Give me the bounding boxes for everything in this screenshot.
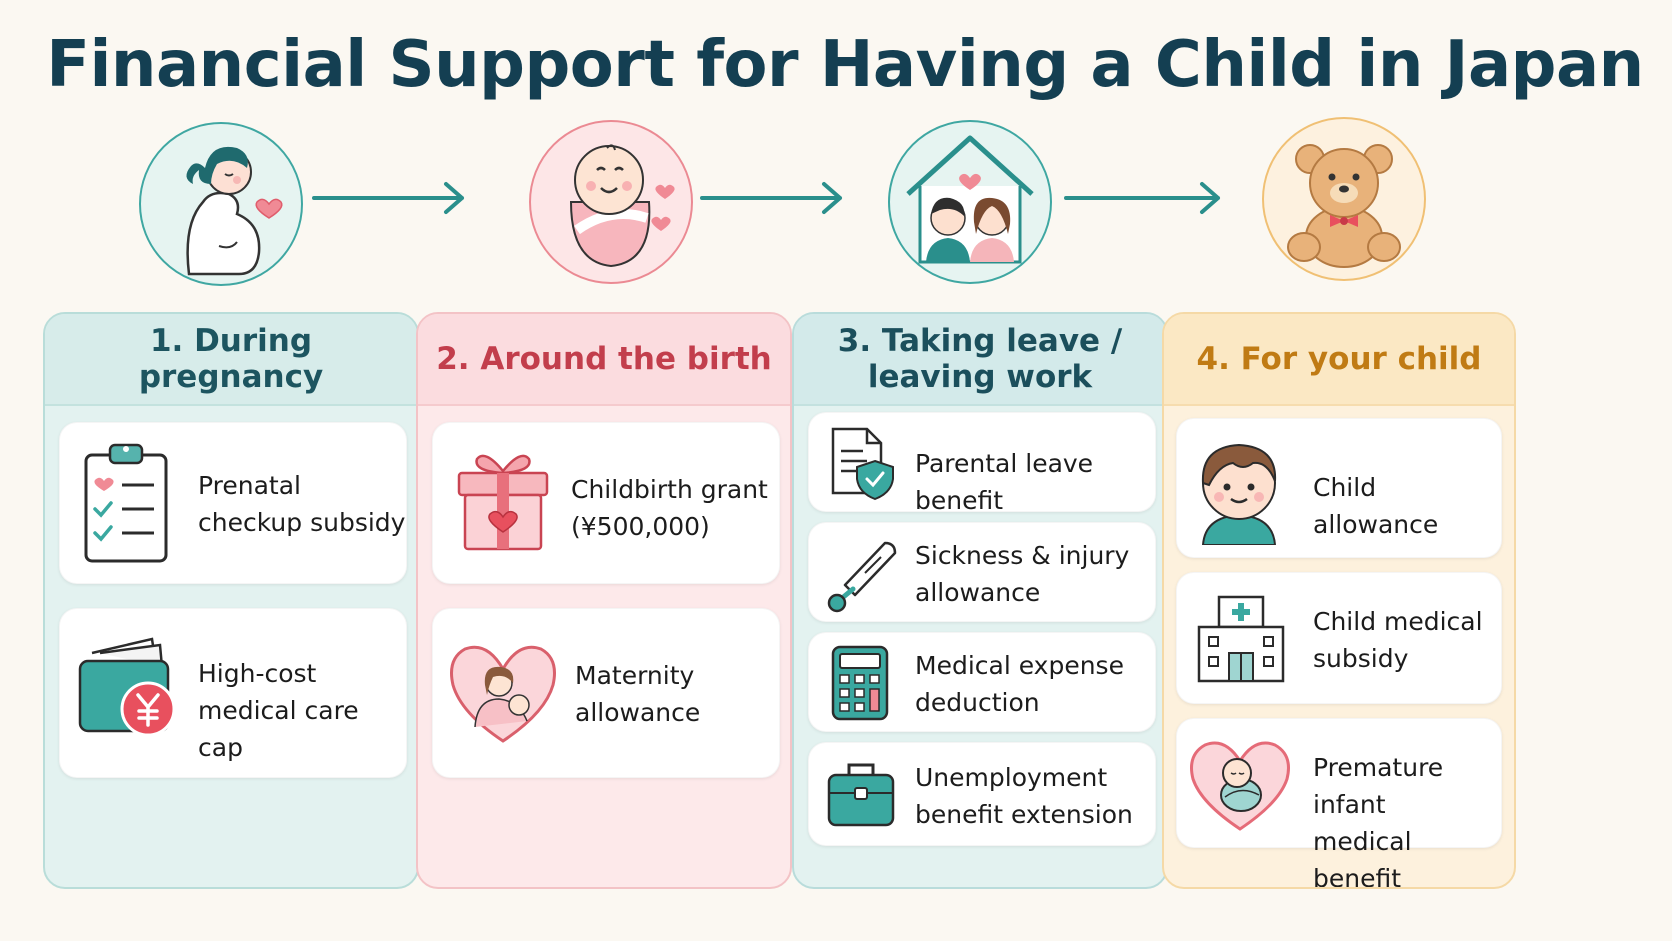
briefcase-icon xyxy=(827,763,895,827)
card-label: Child allowance xyxy=(1313,473,1439,539)
column-taking-leave: 3. Taking leave / leaving work Parental … xyxy=(792,312,1168,889)
card-maternity-allowance: Maternity allowance xyxy=(432,608,780,778)
card-sickness-injury-allowance: Sickness & injury allowance xyxy=(808,522,1156,622)
column-heading: 4. For your child xyxy=(1164,314,1514,406)
card-label: Child medical subsidy xyxy=(1313,607,1483,673)
pregnant-woman-icon xyxy=(186,146,283,276)
card-childbirth-grant: Childbirth grant (¥500,000) xyxy=(432,422,780,584)
card-label: Medical expense deduction xyxy=(915,651,1124,717)
wallet-yen-icon xyxy=(78,637,176,737)
card-high-cost-medical-care-cap: High-cost medical care cap xyxy=(59,608,407,778)
card-parental-leave-benefit: Parental leave benefit xyxy=(808,412,1156,515)
baby-heart-icon xyxy=(1190,741,1290,831)
swaddled-baby-icon xyxy=(569,144,675,268)
column-heading: 3. Taking leave / leaving work xyxy=(794,314,1166,406)
card-medical-expense-deduction: Medical expense deduction xyxy=(808,632,1156,732)
calculator-icon xyxy=(831,645,889,721)
card-label: Maternity allowance xyxy=(575,661,701,727)
parents-house-icon xyxy=(906,135,1034,264)
column-for-your-child: 4. For your child Child allowance xyxy=(1162,312,1516,889)
arrow-right-icon xyxy=(1064,182,1220,214)
card-label: High-cost medical care cap xyxy=(198,659,359,762)
column-during-pregnancy: 1. During pregnancy Prenatal checkup sub… xyxy=(43,312,419,889)
stage-circle-child xyxy=(1262,117,1426,281)
stage-circle-leave xyxy=(888,120,1052,284)
card-label: Sickness & injury allowance xyxy=(915,541,1130,607)
card-unemployment-benefit-extension: Unemployment benefit extension xyxy=(808,742,1156,846)
hospital-icon xyxy=(1197,595,1285,683)
clipboard-checklist-icon xyxy=(84,443,168,563)
card-label: Premature infant medical benefit xyxy=(1313,753,1444,889)
document-shield-icon xyxy=(831,427,894,501)
mother-baby-heart-icon xyxy=(450,645,556,743)
gift-box-icon xyxy=(457,454,549,551)
column-heading: 1. During pregnancy xyxy=(45,314,417,406)
card-label: Childbirth grant (¥500,000) xyxy=(571,475,768,541)
child-face-icon xyxy=(1201,443,1277,545)
card-label: Prenatal checkup subsidy xyxy=(198,471,406,537)
column-heading: 2. Around the birth xyxy=(418,314,790,406)
page-title: Financial Support for Having a Child in … xyxy=(46,28,1644,102)
card-label: Unemployment benefit extension xyxy=(915,763,1133,829)
arrow-right-icon xyxy=(700,182,842,214)
stage-circle-pregnancy xyxy=(139,122,303,286)
column-around-the-birth: 2. Around the birth Childbirth grant (¥5… xyxy=(416,312,792,889)
thermometer-icon xyxy=(827,541,897,613)
card-prenatal-checkup-subsidy: Prenatal checkup subsidy xyxy=(59,422,407,584)
card-premature-infant-medical-benefit: Premature infant medical benefit xyxy=(1176,718,1502,887)
card-child-medical-subsidy: Child medical subsidy xyxy=(1176,572,1502,704)
stage-circle-birth xyxy=(529,120,693,284)
teddy-bear-icon xyxy=(1287,144,1401,268)
card-label: Parental leave benefit xyxy=(915,449,1094,515)
arrow-right-icon xyxy=(312,182,464,214)
card-child-allowance: Child allowance xyxy=(1176,418,1502,558)
